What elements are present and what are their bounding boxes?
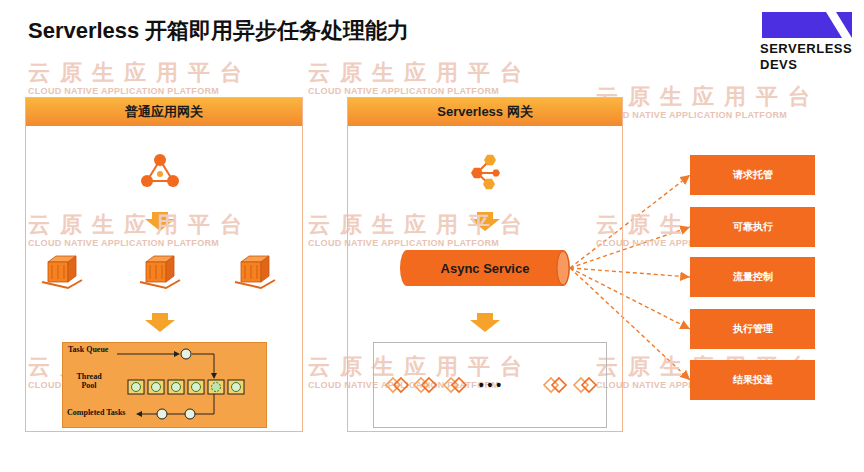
figure-label: Thread Pool: [69, 373, 109, 391]
panel-header: Serverless 网关: [348, 98, 622, 126]
watermark: CLOUD NATIVE APPLICATION PLATFORM: [596, 110, 787, 120]
figure-label: Task Queue: [68, 346, 108, 355]
watermark: CLOUD NATIVE APPLICATION PLATFORM: [28, 86, 219, 96]
feature-box: 结果投递: [690, 360, 815, 400]
logo-text: DEVS: [760, 57, 797, 72]
function-instances-box: • • •: [373, 342, 607, 428]
watermark: 云原生应用平台: [596, 82, 820, 112]
panel-header: 普通应用网关: [26, 98, 302, 126]
server-icon: [235, 256, 275, 288]
cylinder-body: [400, 250, 570, 286]
gateway-panel: 普通应用网关 Task QueueThread PoolCompleted Tas…: [25, 97, 303, 432]
feature-name: 执行管理: [733, 322, 773, 336]
logo-text: SERVERLESS: [760, 41, 852, 56]
server-icon: [140, 256, 180, 288]
watermark: 云原生应用平台: [308, 210, 532, 240]
feature-box: 请求托管: [690, 155, 815, 195]
watermark: 云原生应用平台: [28, 58, 252, 88]
slide-title: Serverless 开箱即用异步任务处理能力: [28, 16, 409, 46]
cylinder-end: [557, 251, 569, 285]
service-name: Async Service: [441, 261, 530, 276]
dashed-arrow: [570, 268, 690, 329]
thread-pool-drawing: [117, 349, 244, 419]
feature-box: 流量控制: [690, 257, 815, 297]
feature-name: 流量控制: [733, 270, 773, 284]
feature-name: 可靠执行: [733, 220, 773, 234]
down-arrow: [470, 313, 500, 332]
figure-label: Completed Tasks: [67, 409, 125, 418]
watermark: 云原生应用平台: [308, 58, 532, 88]
logo-block: [762, 12, 852, 38]
feature-name: 结果投递: [733, 373, 773, 387]
serverless-gateway-icon: [471, 155, 500, 189]
dashed-arrow: [570, 268, 690, 277]
thread-pool-figure: Task QueueThread PoolCompleted Tasks: [62, 342, 267, 428]
watermark: 云原生应用平台: [28, 210, 252, 240]
async-service-cylinder: Async Service: [400, 250, 570, 286]
server-icon: [42, 256, 82, 288]
logo-stripe: [826, 12, 852, 38]
gateway-icon: [141, 154, 179, 187]
feature-box: 执行管理: [690, 309, 815, 349]
feature-box: 可靠执行: [690, 207, 815, 247]
gateway-panel: Serverless 网关 Async Service • • •: [347, 97, 623, 432]
watermark: CLOUD NATIVE APPLICATION PLATFORM: [308, 86, 499, 96]
logo-mark: [762, 12, 852, 38]
watermark: CLOUD NATIVE APPLICATION PLATFORM: [308, 238, 499, 248]
function-instance-icons: [386, 378, 596, 392]
feature-name: 请求托管: [733, 168, 773, 182]
down-arrow: [145, 313, 175, 332]
ellipsis: • • •: [479, 377, 501, 393]
watermark: CLOUD NATIVE APPLICATION PLATFORM: [28, 238, 219, 248]
